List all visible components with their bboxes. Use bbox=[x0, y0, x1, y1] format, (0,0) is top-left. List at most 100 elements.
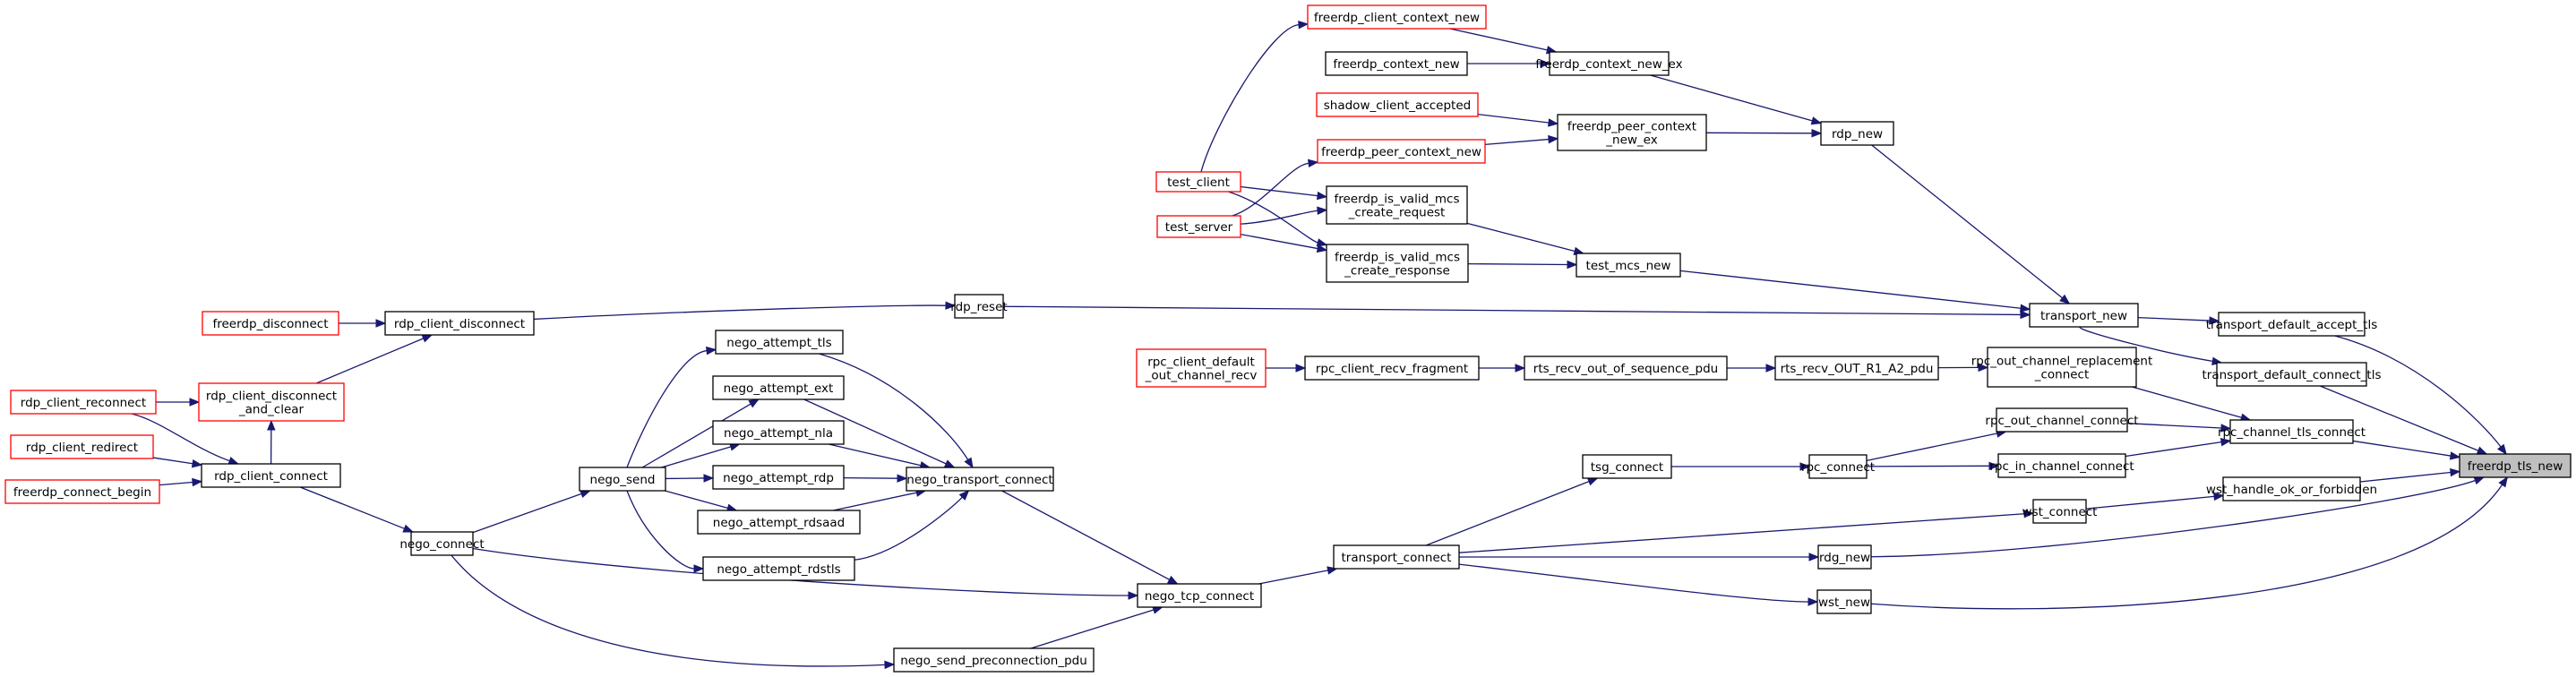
arrowhead bbox=[1807, 597, 1819, 606]
node-tsg-connect[interactable]: tsg_connect bbox=[1582, 454, 1672, 479]
node-label: test_server bbox=[1165, 220, 1233, 235]
node-box bbox=[1524, 356, 1728, 381]
node-transport-new[interactable]: transport_new bbox=[2029, 303, 2139, 328]
node-rdg-new[interactable]: rdg_new bbox=[1817, 544, 1872, 570]
arrowhead bbox=[2213, 492, 2225, 501]
node-rdp-client-redirect[interactable]: rdp_client_redirect bbox=[10, 434, 154, 459]
node-test-server[interactable]: test_server bbox=[1156, 215, 1241, 238]
node-freerdp-client-context-new[interactable]: freerdp_client_context_new bbox=[1307, 4, 1487, 30]
node-label: freerdp_connect_begin bbox=[13, 485, 151, 500]
node-nego-attempt-rdstls[interactable]: nego_attempt_rdstls bbox=[702, 556, 855, 581]
node-nego-connect[interactable]: nego_connect bbox=[399, 531, 485, 556]
node-freerdp-context-new-ex[interactable]: freerdp_context_new_ex bbox=[1535, 51, 1683, 76]
node-label: wst_new bbox=[1818, 596, 1870, 610]
node-transport-default-accept-tls[interactable]: transport_default_accept_tls bbox=[2206, 312, 2378, 337]
edge-nego_attempt_rdsaad-to-nego_transport_connect bbox=[833, 488, 927, 511]
arrowhead bbox=[1167, 575, 1179, 585]
node-rdp-client-reconnect[interactable]: rdp_client_reconnect bbox=[10, 390, 157, 415]
node-box bbox=[712, 465, 845, 490]
arrowhead bbox=[2209, 316, 2220, 325]
edge-freerdp_is_valid_mcs_create_response-to-test_mcs_new bbox=[1467, 260, 1578, 270]
arrowhead bbox=[1295, 364, 1307, 373]
node-label: rdp_client_reconnect bbox=[21, 396, 146, 410]
edge-rdp_client_connect-to-rdp_client_disconnect_and_clear bbox=[267, 419, 276, 465]
node-freerdp-connect-begin[interactable]: freerdp_connect_begin bbox=[4, 479, 160, 504]
node-rdp-client-disconnect-and-clear[interactable]: rdp_client_disconnect_and_clear bbox=[198, 382, 345, 422]
node-transport-default-connect-tls[interactable]: transport_default_connect_tls bbox=[2202, 362, 2382, 387]
arrowhead bbox=[2059, 294, 2071, 304]
node-box bbox=[1317, 139, 1486, 164]
node-rdp-client-connect[interactable]: rdp_client_connect bbox=[201, 463, 341, 488]
node-box bbox=[712, 375, 845, 400]
node-freerdp-disconnect[interactable]: freerdp_disconnect bbox=[202, 311, 339, 336]
node-rdp-new[interactable]: rdp_new bbox=[1820, 121, 1894, 146]
node-label: rpc_out_channel_connect bbox=[1985, 414, 2138, 428]
node-test-mcs-new[interactable]: test_mcs_new bbox=[1576, 253, 1681, 278]
node-label: nego_attempt_rdstls bbox=[717, 562, 840, 577]
node-test-client[interactable]: test_client bbox=[1155, 171, 1241, 193]
node-freerdp-peer-context-new[interactable]: freerdp_peer_context_new bbox=[1317, 139, 1486, 164]
edge-freerdp_context_new-to-freerdp_context_new_ex bbox=[1467, 59, 1551, 68]
node-wst-new[interactable]: wst_new bbox=[1816, 589, 1872, 614]
arrowhead bbox=[943, 459, 956, 468]
node-box bbox=[579, 467, 666, 492]
node-freerdp-is-valid-mcs-create-request[interactable]: freerdp_is_valid_mcs_create_request bbox=[1326, 185, 1468, 225]
node-box bbox=[10, 434, 154, 459]
edge-nego_send-to-nego_attempt_nla bbox=[661, 442, 741, 468]
node-rdp-client-disconnect[interactable]: rdp_client_disconnect bbox=[384, 311, 535, 336]
arrowhead bbox=[1515, 364, 1526, 373]
node-label: rts_recv_out_of_sequence_pdu bbox=[1533, 362, 1718, 376]
node-freerdp-is-valid-mcs-create-response[interactable]: freerdp_is_valid_mcs_create_response bbox=[1326, 244, 1469, 283]
node-label: rdp_new bbox=[1832, 127, 1883, 141]
node-label: _new_ex bbox=[1605, 133, 1657, 148]
edge-rdp_client_connect-to-nego_connect bbox=[299, 486, 415, 533]
node-nego-send[interactable]: nego_send bbox=[579, 467, 666, 492]
node-box bbox=[1820, 121, 1894, 146]
arrowhead bbox=[945, 301, 957, 310]
arrowhead bbox=[1548, 118, 1559, 127]
arrowhead bbox=[1811, 129, 1823, 138]
node-rpc-in-channel-connect[interactable]: rpc_in_channel_connect bbox=[1989, 453, 2134, 478]
node-box bbox=[1333, 544, 1460, 570]
node-transport-connect[interactable]: transport_connect bbox=[1333, 544, 1460, 570]
arrowhead bbox=[2220, 424, 2232, 433]
node-freerdp-tls-new[interactable]: freerdp_tls_new bbox=[2459, 453, 2572, 478]
node-shadow-client-accepted[interactable]: shadow_client_accepted bbox=[1316, 92, 1479, 117]
node-nego-transport-connect[interactable]: nego_transport_connect bbox=[906, 467, 1054, 492]
node-nego-send-preconnection-pdu[interactable]: nego_send_preconnection_pdu bbox=[893, 647, 1095, 673]
arrowhead bbox=[1799, 462, 1811, 471]
node-wst-connect[interactable]: wst_connect bbox=[2022, 499, 2098, 524]
node-box bbox=[1816, 589, 1872, 614]
node-rdp-reset[interactable]: rdp_reset bbox=[950, 294, 1008, 319]
edge-test_server-to-freerdp_peer_context_new bbox=[1232, 159, 1319, 217]
node-box bbox=[906, 467, 1054, 492]
node-nego-attempt-ext[interactable]: nego_attempt_ext bbox=[712, 375, 845, 400]
edge-rpc_out_channel_replacement_connect-to-rpc_channel_tls_connect bbox=[2132, 386, 2252, 422]
node-rpc-client-recv-fragment[interactable]: rpc_client_recv_fragment bbox=[1304, 356, 1480, 381]
node-wst-handle-ok-or-forbidden[interactable]: wst_handle_ok_or_forbidden bbox=[2206, 476, 2377, 501]
node-nego-attempt-nla[interactable]: nego_attempt_nla bbox=[712, 420, 845, 445]
node-rpc-out-channel-replacement-connect[interactable]: rpc_out_channel_replacement_connect bbox=[1971, 347, 2153, 388]
node-rts-recv-OUT-R1-A2-pdu[interactable]: rts_recv_OUT_R1_A2_pdu bbox=[1774, 356, 1939, 381]
node-label: nego_attempt_rdsaad bbox=[713, 516, 845, 530]
node-box bbox=[954, 294, 1004, 319]
node-nego-attempt-rdp[interactable]: nego_attempt_rdp bbox=[712, 465, 845, 490]
edge-nego_send-to-nego_attempt_rdstls bbox=[626, 490, 705, 573]
edge-rts_recv_out_of_sequence_pdu-to-rts_recv_OUT_R1_A2_pdu bbox=[1727, 364, 1777, 373]
node-nego-tcp-connect[interactable]: nego_tcp_connect bbox=[1137, 583, 1262, 608]
node-freerdp-context-new[interactable]: freerdp_context_new bbox=[1325, 51, 1468, 76]
node-rpc-connect[interactable]: rpc_connect bbox=[1801, 454, 1875, 479]
node-rpc-out-channel-connect[interactable]: rpc_out_channel_connect bbox=[1985, 407, 2139, 433]
arrowhead bbox=[228, 457, 240, 465]
node-rts-recv-out-of-sequence-pdu[interactable]: rts_recv_out_of_sequence_pdu bbox=[1524, 356, 1728, 381]
node-box bbox=[715, 330, 844, 355]
node-box bbox=[1316, 92, 1479, 117]
node-rpc-channel-tls-connect[interactable]: rpc_channel_tls_connect bbox=[2218, 419, 2366, 444]
edge-freerdp_is_valid_mcs_create_request-to-test_mcs_new bbox=[1466, 222, 1585, 255]
node-rpc-client-default-out-channel-recv[interactable]: rpc_client_default_out_channel_recv bbox=[1136, 348, 1267, 388]
node-nego-attempt-tls[interactable]: nego_attempt_tls bbox=[715, 330, 844, 355]
node-freerdp-peer-context-new-[interactable]: freerdp_peer_context_new_ex bbox=[1557, 114, 1707, 151]
node-label: transport_new bbox=[2040, 309, 2127, 323]
arrowhead bbox=[402, 524, 415, 533]
node-nego-attempt-rdsaad[interactable]: nego_attempt_rdsaad bbox=[697, 510, 861, 535]
